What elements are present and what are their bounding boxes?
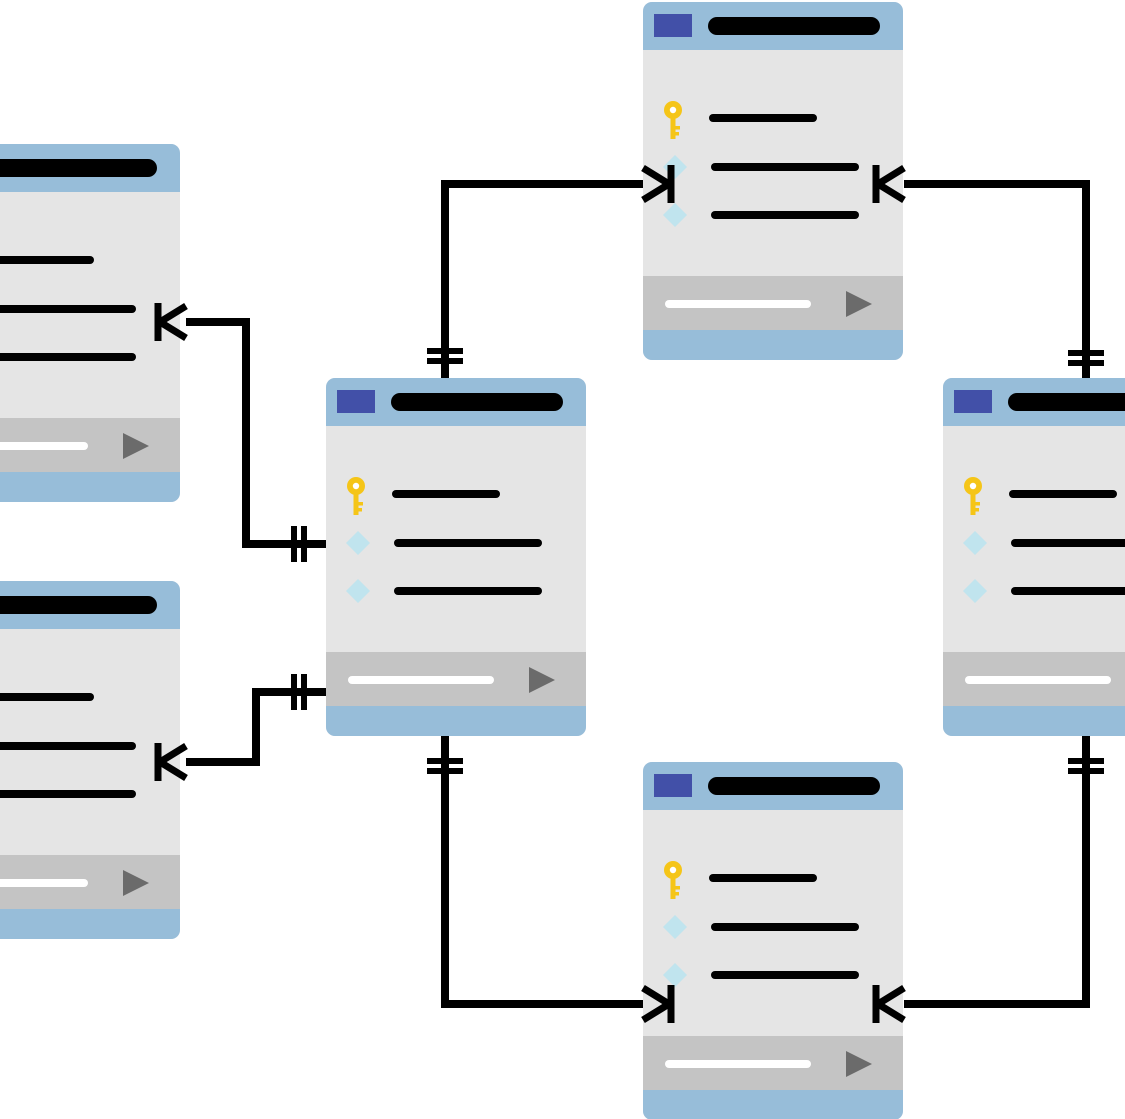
diamond-icon — [663, 963, 687, 987]
rel-center-top — [441, 180, 643, 378]
table-bottom-strip — [0, 472, 180, 502]
table-bottom-strip — [0, 909, 180, 939]
rel-top-right — [904, 180, 1090, 378]
table-center — [326, 378, 586, 736]
key-icon — [664, 101, 682, 139]
key-icon — [347, 477, 365, 515]
table-bottom-strip — [643, 1090, 903, 1119]
title-swatch — [654, 14, 692, 37]
key-icon — [664, 861, 682, 899]
table-bottom — [643, 762, 903, 1119]
play-triangle-icon — [123, 433, 149, 459]
table-left-lower — [0, 581, 180, 939]
one-and-only-one-marker — [291, 674, 307, 710]
one-and-only-one-marker — [1068, 350, 1104, 366]
title-swatch — [337, 390, 375, 413]
table-bottom-strip — [326, 706, 586, 736]
diamond-icon — [963, 531, 987, 555]
diamond-icon — [346, 531, 370, 555]
crow-foot-marker — [154, 743, 188, 781]
crow-foot-marker — [641, 985, 675, 1023]
crow-foot-marker — [872, 165, 906, 203]
rel-left-upper-center — [186, 318, 326, 548]
table-left-upper — [0, 144, 180, 502]
play-triangle-icon — [846, 291, 872, 317]
play-triangle-icon — [529, 667, 555, 693]
table-bottom-strip — [643, 330, 903, 360]
play-triangle-icon — [846, 1051, 872, 1077]
table-bottom-strip — [943, 706, 1125, 736]
crow-foot-marker — [641, 165, 675, 203]
diamond-icon — [663, 915, 687, 939]
key-icon — [964, 477, 982, 515]
diamond-icon — [346, 579, 370, 603]
rel-bottom-right — [904, 736, 1090, 1008]
diamond-icon — [663, 203, 687, 227]
one-and-only-one-marker — [427, 758, 463, 774]
table-right — [943, 378, 1125, 736]
one-and-only-one-marker — [291, 526, 307, 562]
table-top — [643, 2, 903, 360]
rel-center-bottom — [441, 736, 643, 1008]
crow-foot-marker — [154, 303, 188, 341]
title-swatch — [654, 774, 692, 797]
diamond-icon — [963, 579, 987, 603]
crow-foot-marker — [872, 985, 906, 1023]
title-swatch — [954, 390, 992, 413]
play-triangle-icon — [123, 870, 149, 896]
one-and-only-one-marker — [1068, 758, 1104, 774]
one-and-only-one-marker — [427, 348, 463, 364]
